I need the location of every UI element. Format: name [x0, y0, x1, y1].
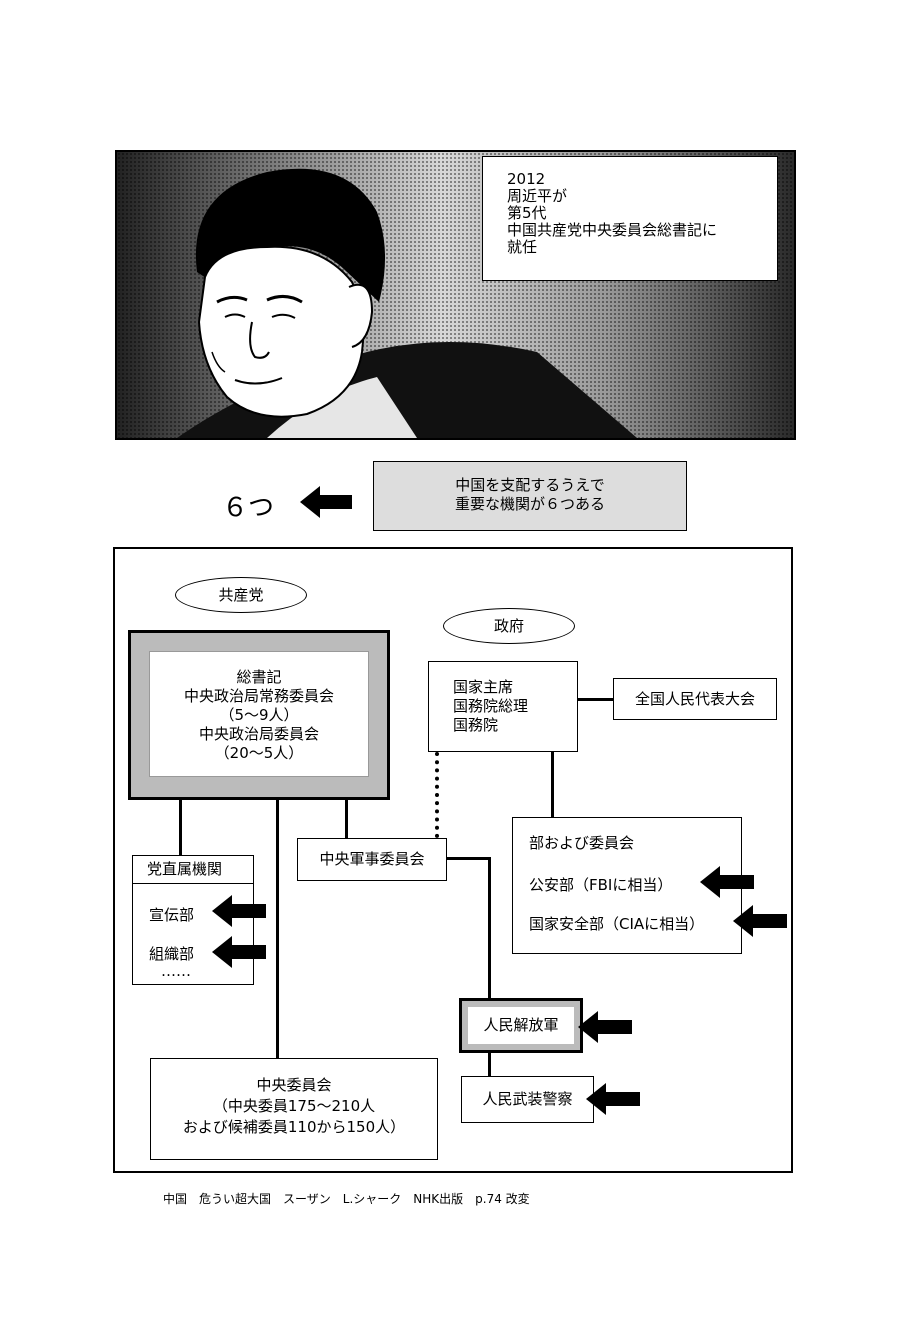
banner-line4: 就任 [507, 238, 538, 256]
portrait-illustration [177, 168, 637, 438]
party-organ-item-1: 宣伝部 [149, 906, 195, 924]
pla-label: 人民解放軍 [468, 1007, 574, 1044]
banner-caption: 2012 周近平が 第5代 中国共産党中央委員会総書記に 就任 [482, 156, 778, 281]
connector-line [488, 1053, 491, 1076]
party-label: 共産党 [175, 577, 307, 613]
party-organ-more: …… [161, 962, 191, 980]
connector-line [578, 698, 613, 701]
arrow-left-icon [700, 866, 754, 898]
cc-l3: および候補委員110から150人） [182, 1118, 406, 1136]
banner-line1: 周近平が [507, 187, 568, 205]
arrow-left-icon [212, 936, 266, 968]
connector-line [488, 857, 491, 998]
secretary-l5: （20～5人） [214, 744, 304, 762]
connector-line [276, 800, 279, 1058]
arrow-left-icon [733, 905, 787, 937]
ministry-item-2: 国家安全部（CIAに相当） [529, 915, 705, 933]
cmc-box: 中央軍事委員会 [297, 838, 447, 881]
pla-box: 人民解放軍 [459, 998, 583, 1053]
secretary-l2: 中央政治局常務委員会 [183, 687, 334, 705]
cc-l1: 中央委員会 [256, 1076, 332, 1094]
cc-l2: （中央委員175～210人 [212, 1097, 376, 1115]
secretary-box: 総書記 中央政治局常務委員会 （5～9人） 中央政治局委員会 （20～5人） [128, 630, 390, 800]
intro-box: 中国を支配するうえで 重要な機関が６つある [373, 461, 687, 531]
party-organs-title: 党直属機関 [133, 856, 253, 884]
banner-line2: 第5代 [507, 204, 547, 222]
pap-box: 人民武装警察 [461, 1076, 594, 1123]
arrow-left-icon [578, 1011, 632, 1043]
banner-year: 2012 [507, 170, 546, 188]
connector-line [447, 857, 490, 860]
intro-line2: 重要な機関が６つある [454, 495, 605, 513]
source-citation: 中国 危うい超大国 スーザン L.シャーク NHK出版 p.74 改変 [163, 1192, 530, 1206]
six-label: ６つ [222, 493, 275, 523]
gov-label: 政府 [443, 608, 575, 644]
ministry-item-1: 公安部（FBIに相当） [529, 876, 673, 894]
intro-line1: 中国を支配するうえで [455, 476, 605, 494]
central-committee-box: 中央委員会 （中央委員175～210人 および候補委員110から150人） [150, 1058, 438, 1160]
state-l3: 国務院 [453, 716, 499, 734]
portrait-panel: 2012 周近平が 第5代 中国共産党中央委員会総書記に 就任 [115, 150, 796, 440]
arrow-left-icon [212, 895, 266, 927]
banner-line3: 中国共産党中央委員会総書記に [507, 221, 718, 239]
state-l2: 国務院総理 [453, 697, 529, 715]
arrow-left-icon [586, 1083, 640, 1115]
party-organ-item-2: 組織部 [149, 945, 195, 963]
secretary-l1: 総書記 [236, 668, 282, 686]
secretary-l4: 中央政治局委員会 [198, 725, 319, 743]
arrow-left-icon [300, 486, 352, 518]
state-box: 国家主席 国務院総理 国務院 [428, 661, 578, 752]
state-l1: 国家主席 [453, 678, 514, 696]
ministries-box: 部および委員会 公安部（FBIに相当） 国家安全部（CIAに相当） [512, 817, 742, 954]
secretary-l3: （5～9人） [219, 706, 299, 724]
connector-line [179, 800, 182, 855]
ministries-title: 部および委員会 [529, 834, 635, 852]
connector-line [345, 800, 348, 838]
party-organs-box: 党直属機関 宣伝部 組織部 …… [132, 855, 254, 985]
connector-line [551, 752, 554, 817]
npc-box: 全国人民代表大会 [613, 678, 777, 720]
dotted-connector [435, 752, 439, 838]
